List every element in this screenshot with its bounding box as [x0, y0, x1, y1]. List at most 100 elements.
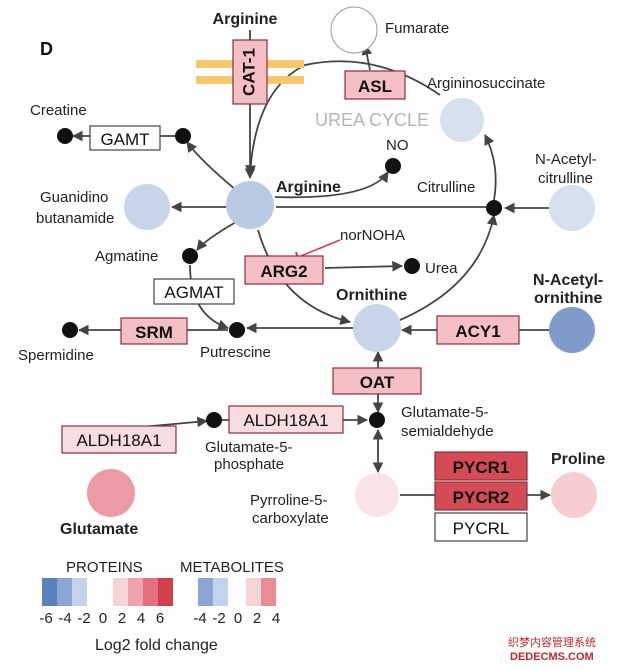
urea-cycle-label: UREA CYCLE: [315, 110, 429, 130]
putrescine-label: Putrescine: [200, 344, 271, 361]
ornithine-node: [353, 304, 401, 352]
ornithine-label: Ornithine: [336, 287, 407, 304]
cat1-label: CAT-1: [239, 48, 258, 96]
protein-swatch: [128, 578, 143, 606]
agmat-box: [153, 278, 235, 305]
protein-tick-label: 4: [137, 610, 145, 627]
pycr2-label: PYCR2: [453, 488, 510, 507]
srm-label: SRM: [135, 323, 173, 342]
arrow-citrulline-to-argininosuccinate: [484, 134, 497, 201]
spermidine-label: Spermidine: [18, 347, 94, 364]
gamt-label: GAMT: [100, 130, 149, 149]
gamt-substrate-dot: [175, 128, 191, 144]
arg2-label: ARG2: [260, 262, 307, 281]
n-acetylcitrulline-node: [549, 185, 595, 231]
argininosuccinate-node: [440, 98, 484, 142]
protein-tick-label: 0: [99, 610, 107, 627]
protein-swatch: [57, 578, 72, 606]
pycrl-label: PYCRL: [453, 519, 510, 538]
metabolite-tick-label: -2: [212, 610, 225, 627]
gamt-box: [89, 125, 161, 151]
arginine-top-label: Arginine: [213, 11, 278, 28]
watermark-line-2: DEDECMS.COM: [510, 651, 594, 663]
srm-box: [120, 317, 188, 345]
glutamate-node: [87, 469, 135, 517]
protein-tick-label: -4: [58, 610, 71, 627]
n-acetylcitrulline-label-1: N-Acetyl-: [535, 151, 597, 168]
aldh18a1-left-box: [61, 425, 177, 454]
nornoha-label: norNOHA: [340, 227, 405, 244]
agmatine-label: Agmatine: [95, 248, 158, 265]
urea-label: Urea: [425, 260, 458, 277]
arg2-box: [244, 255, 324, 285]
n-acetylornithine-label-1: N-Acetyl-: [533, 272, 603, 289]
guanidino-label-1: Guanidino: [40, 189, 108, 206]
protein-swatch: [72, 578, 87, 606]
metabolite-tick-label: 2: [253, 610, 261, 627]
metabolite-tick-label: 4: [272, 610, 280, 627]
legend-metabolites-title: METABOLITES: [180, 559, 284, 576]
metabolite-swatch: [213, 578, 228, 606]
watermark-line-1: 织梦内容管理系统: [508, 635, 596, 649]
arrow-to-urea: [324, 260, 404, 272]
oat-label: OAT: [360, 373, 395, 392]
acy1-label: ACY1: [455, 322, 500, 341]
agmatine-dot: [182, 248, 198, 264]
unmeasured-metabolite-dots: [57, 128, 502, 428]
n-acetylornithine-label-2: ornithine: [534, 290, 603, 307]
pycr1-box: [434, 451, 528, 481]
protein-tick-label: 2: [118, 610, 126, 627]
arginine-node: [226, 181, 274, 229]
n-acetylcitrulline-label-2: citrulline: [538, 170, 593, 187]
guanidinobutanamide-node: [124, 184, 170, 230]
glutamate-semialdehyde-dot: [369, 412, 385, 428]
glutamate-semialdehyde-label-2: semialdehyde: [401, 423, 494, 440]
agmat-label: AGMAT: [164, 283, 223, 302]
arrow-arginine-to-no: [274, 171, 389, 199]
creatine-label: Creatine: [30, 102, 87, 119]
creatine-dot: [57, 128, 73, 144]
metabolite-tick-label: -4: [193, 610, 206, 627]
asl-box: [344, 70, 406, 100]
arrow-arginine-to-agmatine: [196, 221, 237, 251]
watermark: 织梦内容管理系统 DEDECMS.COM: [505, 632, 617, 664]
cat1-box: [232, 39, 268, 105]
protein-tick-label: -6: [39, 610, 52, 627]
putrescine-dot: [229, 322, 245, 338]
glutamate-phosphate-label-2: phosphate: [214, 456, 284, 473]
protein-swatch: [143, 578, 158, 606]
oat-box: [332, 367, 422, 395]
glutamate-label: Glutamate: [60, 521, 138, 538]
metabolite-swatch: [198, 578, 213, 606]
protein-color-scale: [42, 578, 173, 606]
acy1-box: [436, 315, 520, 345]
proline-node: [551, 472, 597, 518]
arrow-arginine-to-gamt-dot: [186, 141, 237, 191]
pyrroline-label-1: Pyrroline-5-: [250, 492, 328, 509]
pycrl-box: [434, 512, 528, 542]
no-label: NO: [386, 137, 409, 154]
pycr2-box: [434, 481, 528, 511]
metabolite-swatch: [246, 578, 261, 606]
metabolite-tick-label: 0: [234, 610, 242, 627]
citrulline-label: Citrulline: [417, 179, 475, 196]
n-acetylornithine-node: [549, 307, 595, 353]
fumarate-node: [330, 6, 378, 54]
protein-swatch: [42, 578, 57, 606]
urea-dot: [404, 258, 420, 274]
protein-tick-label: 6: [156, 610, 164, 627]
arrow-arginine-to-ornithine: [257, 229, 352, 325]
pyrroline-label-2: carboxylate: [252, 510, 329, 527]
pyrroline-node: [355, 473, 399, 517]
argininosuccinate-label: Argininosuccinate: [427, 75, 545, 92]
aldh18a1-left-label: ALDH18A1: [76, 431, 161, 450]
panel-label: D: [40, 39, 53, 59]
glutamate-phosphate-label-1: Glutamate-5-: [205, 439, 293, 456]
legend-caption: Log2 fold change: [95, 637, 218, 654]
metabolite-swatch: [261, 578, 276, 606]
protein-swatch: [158, 578, 173, 606]
